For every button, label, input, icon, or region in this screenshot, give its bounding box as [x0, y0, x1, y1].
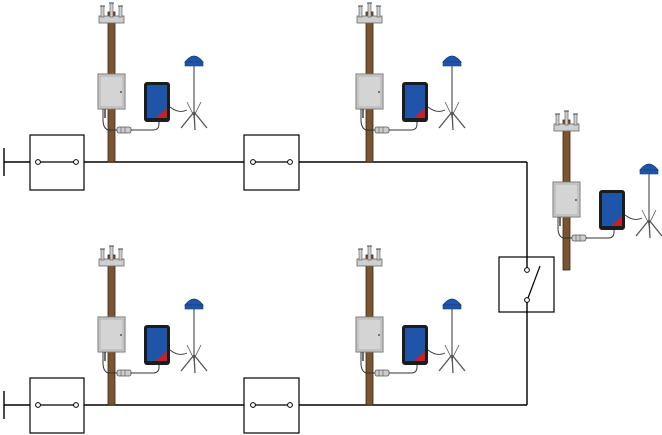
switch-lower-2	[243, 377, 300, 434]
field-station-lower-1	[97, 245, 208, 406]
switch-lower-1	[29, 377, 85, 434]
switch-upper-1	[29, 134, 85, 191]
switch-upper-2	[243, 134, 300, 191]
field-station-upper-2	[355, 2, 466, 163]
field-station-upper-1	[97, 2, 208, 163]
field-station-tie	[552, 110, 662, 271]
switch-tie-open	[498, 256, 555, 313]
field-station-lower-2	[355, 245, 466, 406]
